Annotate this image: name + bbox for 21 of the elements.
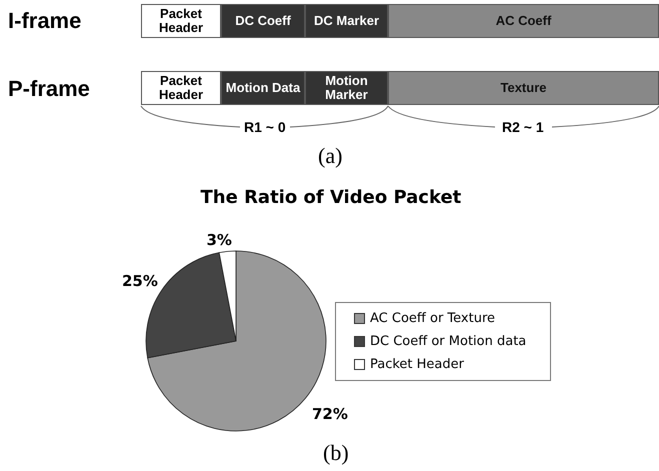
legend-label: Packet Header xyxy=(370,357,464,372)
frame-label: P-frame xyxy=(8,76,90,102)
data-label: 3% xyxy=(206,231,232,249)
subfigure-caption: (b) xyxy=(323,440,349,466)
legend-label: DC Coeff or Motion data xyxy=(370,334,526,349)
header-segment: Packet Header xyxy=(141,71,221,105)
legend-label: AC Coeff or Texture xyxy=(370,311,496,326)
coefficient-segment: Texture xyxy=(388,71,659,105)
data-segment: Motion Marker xyxy=(305,71,388,105)
data-label: 25% xyxy=(122,272,158,290)
coefficient-segment: AC Coeff xyxy=(388,4,659,38)
data-segment: DC Marker xyxy=(305,4,388,38)
bracket-label: R2 ~ 1 xyxy=(502,119,544,135)
data-segment: DC Coeff xyxy=(221,4,305,38)
bracket-label: R1 ~ 0 xyxy=(244,119,286,135)
data-label: 72% xyxy=(312,405,348,423)
subfigure-caption: (a) xyxy=(318,143,342,169)
header-segment: Packet Header xyxy=(141,4,221,38)
frame-label: I-frame xyxy=(8,8,82,34)
chart-title: The Ratio of Video Packet xyxy=(200,187,462,208)
data-segment: Motion Data xyxy=(221,71,305,105)
